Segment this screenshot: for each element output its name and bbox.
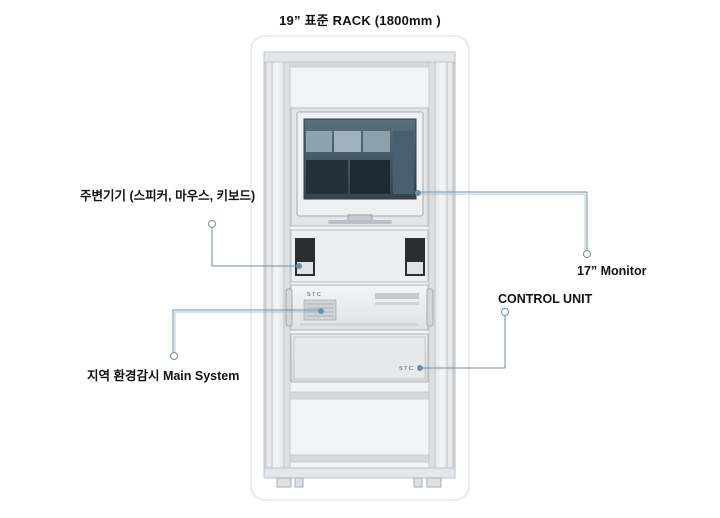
label-control-unit: CONTROL UNIT <box>498 292 593 306</box>
speaker-icon <box>290 229 429 283</box>
leader-endpoints <box>170 190 591 371</box>
diagram-title: 19” 표준 RACK (1800mm ) <box>279 13 441 28</box>
control-unit-brand: S T C <box>399 366 413 372</box>
label-peripherals: 주변기기 (스피커, 마우스, 키보드) <box>80 189 256 203</box>
label-main-system: 지역 환경감시 Main System <box>87 369 240 383</box>
monitor-icon <box>290 107 429 227</box>
leader-lines <box>172 191 588 369</box>
main-system-brand: S T C <box>307 292 321 298</box>
control-unit-icon <box>290 333 429 383</box>
label-monitor: 17” Monitor <box>577 264 647 278</box>
